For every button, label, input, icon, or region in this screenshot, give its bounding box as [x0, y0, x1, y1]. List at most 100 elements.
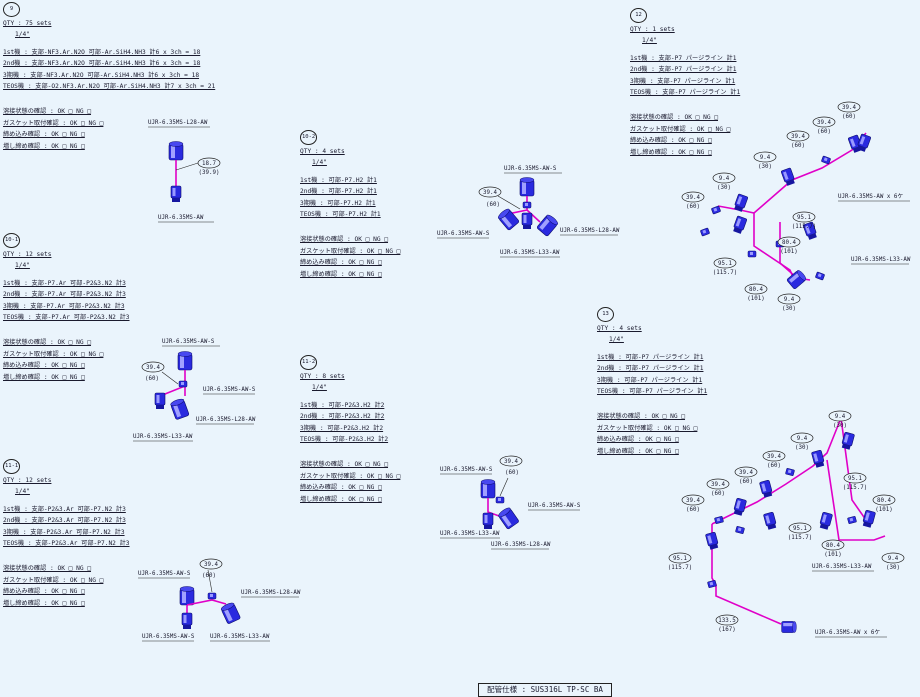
dimension-value: 39.4 [767, 454, 781, 460]
qty-label: QTY : 8 sets [300, 373, 345, 380]
check-row: 締め込み確認 : OK □ NG □ [300, 259, 382, 267]
elbow-fitting [207, 592, 217, 600]
union-fitting [762, 511, 778, 531]
check-row: 溶接状態の確認 : OK □ NG □ [300, 236, 389, 244]
detail-number-badge: 12 [630, 8, 647, 23]
machine-row: 3期機 : 可部-P7.H2 計1 [300, 199, 376, 207]
union-fitting [482, 512, 494, 530]
dimension-bubble [828, 410, 852, 422]
check-row: 溶接状態の確認 : OK □ NG □ [3, 108, 92, 116]
pipe-line [526, 209, 541, 223]
dimension-sub: (115.7) [792, 224, 816, 230]
machine-row: TEOS機 : 支部-P7 パージライン 計1 [630, 89, 741, 97]
detail-number-badge: 10-2 [300, 130, 318, 145]
dimension-sub: (60) [686, 507, 700, 513]
dimension-bubble [681, 494, 705, 506]
leader-line [497, 195, 521, 210]
dimension-bubble [668, 552, 692, 564]
machine-row: TEOS機 : 可部-P2&3.H2 計2 [300, 436, 389, 444]
dimension-value: 95.1 [797, 215, 811, 221]
dimension-sub: (30) [782, 306, 796, 312]
elbow-fitting [747, 250, 757, 258]
size-label: 1/4" [15, 262, 30, 270]
pipe-line [186, 599, 227, 606]
dimension-value: 39.4 [504, 459, 518, 465]
dimension-sub: (101) [875, 507, 892, 513]
dimension-value: 39.4 [204, 562, 218, 568]
check-row: 増し締め確認 : OK □ NG □ [300, 495, 382, 503]
dimension-sub: (60) [767, 463, 781, 469]
machine-row: 2nd機 : 可部-P7 パージライン 計1 [597, 365, 704, 373]
qty-label: QTY : 12 sets [3, 251, 52, 258]
dimension-sub: (60) [486, 202, 500, 208]
dimension-bubble [872, 494, 896, 506]
check-row: 締め込み確認 : OK □ NG □ [597, 436, 679, 444]
elbow-fitting [710, 205, 722, 215]
dimension-value: 80.4 [877, 498, 891, 504]
dimension-value: 39.4 [739, 470, 753, 476]
check-row: 締め込み確認 : OK □ NG □ [3, 131, 85, 139]
union-fitting [732, 497, 748, 517]
dimension-bubble [790, 432, 814, 444]
check-row: ガスケット取付確認 : OK □ NG □ [597, 424, 698, 432]
dimension-sub: (60) [791, 143, 805, 149]
machine-row: TEOS機 : 支部-O2.NF3.Ar.N2O 可部-Ar.SiH4.NH3 … [3, 83, 216, 91]
dimension-sub: (60) [842, 114, 856, 120]
machine-row: 1st機 : 支部-P2&3.Ar 可部-P7.N2 計3 [3, 505, 126, 513]
nut-fitting [781, 621, 797, 633]
part-label: UJR-6.35MS-AW-S [440, 467, 493, 473]
pipe-line [826, 459, 886, 541]
nut-fitting [177, 351, 193, 371]
machine-row: 1st機 : 支部-P7.Ar 可部-P2&3.N2 計3 [3, 279, 126, 287]
dimension-value: 39.4 [686, 498, 700, 504]
elbow-fitting [178, 380, 188, 388]
union-fitting [181, 612, 193, 630]
machine-row: 3期機 : 支部-P7 パージライン 計1 [630, 77, 736, 85]
machine-row: 1st機 : 可部-P2&3.H2 計2 [300, 401, 385, 409]
dimension-bubble [881, 552, 905, 564]
detail-number-badge: 9 [3, 2, 20, 17]
nut-fitting [168, 141, 184, 161]
union-fitting [154, 392, 166, 410]
check-row: 溶接状態の確認 : OK □ NG □ [597, 413, 686, 421]
dimension-sub: (60) [739, 479, 753, 485]
size-label: 1/4" [312, 159, 327, 167]
machine-row: 1st機 : 可部-P7 パージライン 計1 [597, 353, 704, 361]
qty-label: QTY : 4 sets [597, 325, 642, 332]
dimension-value: 39.4 [842, 105, 856, 111]
elbow-fitting [814, 271, 826, 281]
machine-row: 3期機 : 支部-NF3.Ar.N2O 可部-Ar.SiH4.NH3 計6 x … [3, 71, 200, 79]
dimension-value: 9.4 [797, 436, 808, 442]
dimension-sub: (115.7) [788, 535, 812, 541]
elbow-fitting [784, 467, 796, 477]
dimension-bubble [792, 211, 816, 223]
detail-number-badge: 11-2 [300, 355, 318, 370]
detail-number-badge: 10-1 [3, 233, 21, 248]
machine-row: TEOS機 : 支部-P7.Ar 可部-P2&3.N2 計3 [3, 314, 130, 322]
dimension-bubble [744, 283, 768, 295]
part-label: UJR-6.35MS-AW x 6ケ [815, 629, 880, 636]
dimension-value: 80.4 [782, 240, 796, 246]
machine-row: 2nd機 : 支部-P7.Ar 可部-P2&3.N2 計3 [3, 291, 126, 299]
machine-row: 3期機 : 支部-P2&3.Ar 可部-P7.N2 計3 [3, 528, 125, 536]
dimension-value: 9.4 [835, 414, 846, 420]
dimension-bubble [812, 116, 836, 128]
leader-line [175, 162, 199, 171]
size-label: 1/4" [609, 336, 624, 344]
dimension-sub: (30) [795, 445, 809, 451]
part-label: UJR-6.35MS-L33-AW [500, 250, 560, 256]
check-row: ガスケット取付確認 : OK □ NG □ [3, 119, 104, 127]
qty-label: QTY : 12 sets [3, 477, 52, 484]
part-label: UJR-6.35MS-AW [158, 215, 204, 221]
check-row: 増し締め確認 : OK □ NG □ [597, 447, 679, 455]
dimension-bubble [762, 450, 786, 462]
dimension-sub: (39.9) [199, 170, 220, 176]
part-label: UJR-6.35MS-L28-AW [241, 590, 301, 596]
union-fitting [855, 133, 872, 153]
dimension-value: 39.4 [686, 195, 700, 201]
